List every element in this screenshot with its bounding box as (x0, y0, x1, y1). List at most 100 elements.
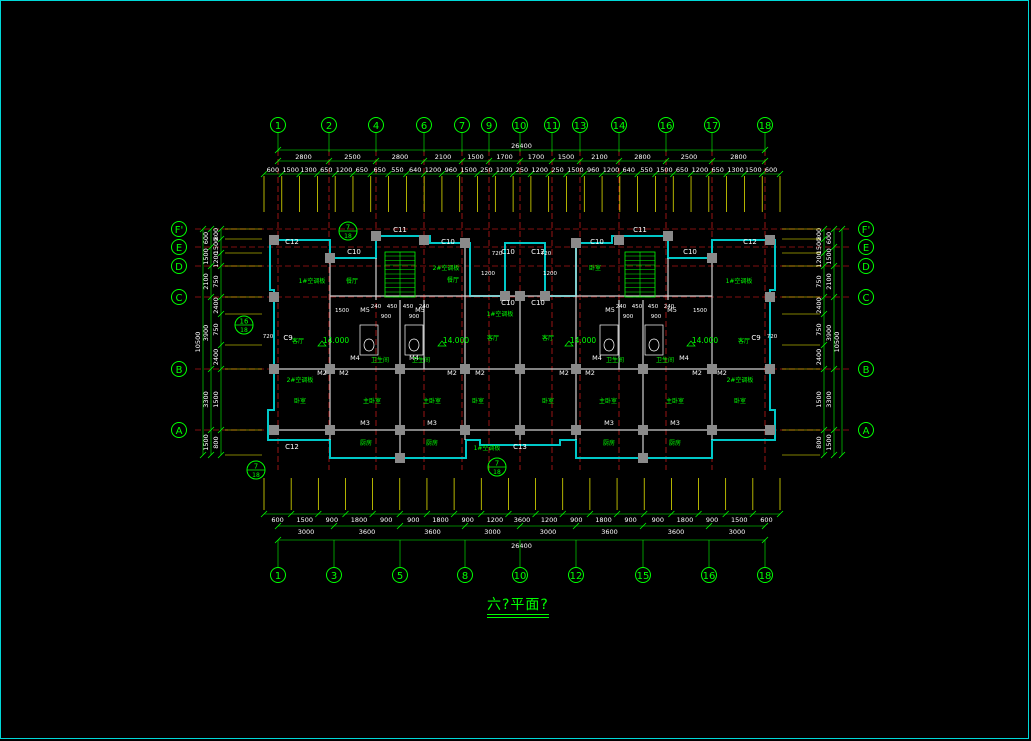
top-row2-text: 650 (320, 166, 332, 174)
bottom-row2-text: 1800 (677, 516, 694, 524)
small-dim-label: 1200 (481, 271, 495, 277)
room-label: 卧室 (472, 397, 484, 405)
top-row2-text: 1500 (567, 166, 584, 174)
structural-column (707, 253, 717, 263)
top-row2-tick (331, 170, 339, 178)
bottom-row1-text: 3000 (540, 528, 557, 536)
title-underline-2 (487, 617, 549, 618)
bottom-row2-text: 3600 (514, 516, 531, 524)
bottom-axis-18-circle (757, 567, 773, 583)
structural-column (460, 364, 470, 374)
room-label: 1#空调板 (726, 277, 753, 285)
top-axis-16-label: 16 (660, 121, 673, 132)
bottom-row1-text: 3600 (359, 528, 376, 536)
top-row2-text: 1500 (656, 166, 673, 174)
top-row2-text: 1200 (532, 166, 549, 174)
bottom-axis-10-circle (512, 567, 528, 583)
right-axis-D-circle (858, 258, 874, 274)
top-row2-text: 550 (640, 166, 652, 174)
left-axis-D-label: D (175, 262, 183, 273)
small-dim-label: 900 (651, 314, 662, 320)
small-dim-label: 720 (541, 251, 552, 257)
left-col2-text: 800 (212, 436, 220, 448)
door-label: M2 (475, 369, 485, 377)
right-col2-text: 1500 (815, 238, 823, 255)
small-dim-label: 1500 (693, 308, 707, 314)
bottom-row2-tick (450, 510, 458, 518)
detail-mark-bottom: 18 (344, 233, 352, 240)
door-label: M3 (604, 419, 614, 427)
room-label: 卧室 (294, 397, 306, 405)
left-col1-tick (207, 293, 215, 301)
small-dim-label: 450 (632, 304, 643, 310)
top-row1-text: 1700 (528, 153, 545, 161)
right-col1-text: 1500 (825, 434, 833, 451)
structural-column (325, 425, 335, 435)
bottom-row1-tick (761, 522, 769, 530)
top-row2-tick (741, 170, 748, 178)
right-axis-F'-circle (858, 221, 874, 237)
top-row2-tick (403, 170, 410, 178)
top-axis-6-label: 6 (421, 121, 427, 132)
window-label: C12 (285, 238, 299, 246)
bottom-axis-10-label: 10 (514, 571, 527, 582)
structural-column (395, 425, 405, 435)
left-col2-text: 800 (212, 228, 220, 240)
top-axis-7-circle (454, 117, 470, 133)
small-dim-label: 1500 (335, 308, 349, 314)
elevation-label: 14.000 (692, 336, 718, 345)
toilet-bowl (363, 338, 375, 352)
room-label: 厨房 (360, 439, 372, 447)
left-col2-tick (217, 426, 225, 434)
top-axis-18-label: 18 (759, 121, 772, 132)
room-label: 卫生间 (412, 356, 430, 364)
bottom-row2-tick (260, 510, 268, 518)
detail-mark-top: 7 (254, 463, 258, 471)
structural-column (395, 453, 405, 463)
room-label: 客厅 (542, 334, 554, 342)
right-col2-tick (820, 249, 828, 257)
top-axis-1-label: 1 (275, 121, 281, 132)
bottom-row2-tick (695, 510, 702, 518)
bottom-row1-tick (572, 522, 580, 530)
right-col1-text: 3300 (825, 391, 833, 408)
structural-column (269, 425, 279, 435)
right-col2-text: 2400 (815, 349, 823, 366)
window-label: C10 (531, 299, 545, 307)
top-row2-text: 1300 (300, 166, 317, 174)
top-row2-tick (420, 170, 428, 178)
top-row2-text: 650 (356, 166, 368, 174)
small-dim-label: 1200 (543, 271, 557, 277)
top-row1-text: 1500 (558, 153, 575, 161)
bottom-row1-text: 3000 (298, 528, 315, 536)
room-label: 餐厅 (346, 277, 358, 285)
bottom-row1-text: 3600 (424, 528, 441, 536)
bottom-row2-tick (315, 510, 322, 518)
toilet-bowl (648, 338, 660, 352)
left-axis-C-circle (171, 289, 187, 305)
room-label: 卧室 (734, 397, 746, 405)
title-underline (487, 614, 549, 615)
top-row2-text: 250 (516, 166, 528, 174)
top-row2-text: 1500 (460, 166, 477, 174)
drawing-title: 六?平面? (487, 597, 549, 613)
door-label: M3 (360, 419, 370, 427)
window-label: C10 (347, 248, 361, 256)
top-axis-9-circle (481, 117, 497, 133)
right-col2-text: 1200 (815, 251, 823, 268)
structural-column (707, 364, 717, 374)
bottom-axis-12-circle (568, 567, 584, 583)
bottom-row1-tick (274, 522, 282, 530)
bath-fixture (599, 324, 619, 356)
toilet-bowl (408, 338, 420, 352)
top-row2-tick (634, 170, 641, 178)
bottom-row1-tick (639, 522, 647, 530)
top-row2-tick (296, 170, 303, 178)
bottom-axis-18-label: 18 (759, 571, 772, 582)
bottom-row2-tick (532, 510, 539, 518)
bottom-row2-tick (722, 510, 729, 518)
top-row1-tick (761, 157, 769, 165)
top-axis-13-label: 13 (574, 121, 587, 132)
window-label: C10 (590, 238, 604, 246)
